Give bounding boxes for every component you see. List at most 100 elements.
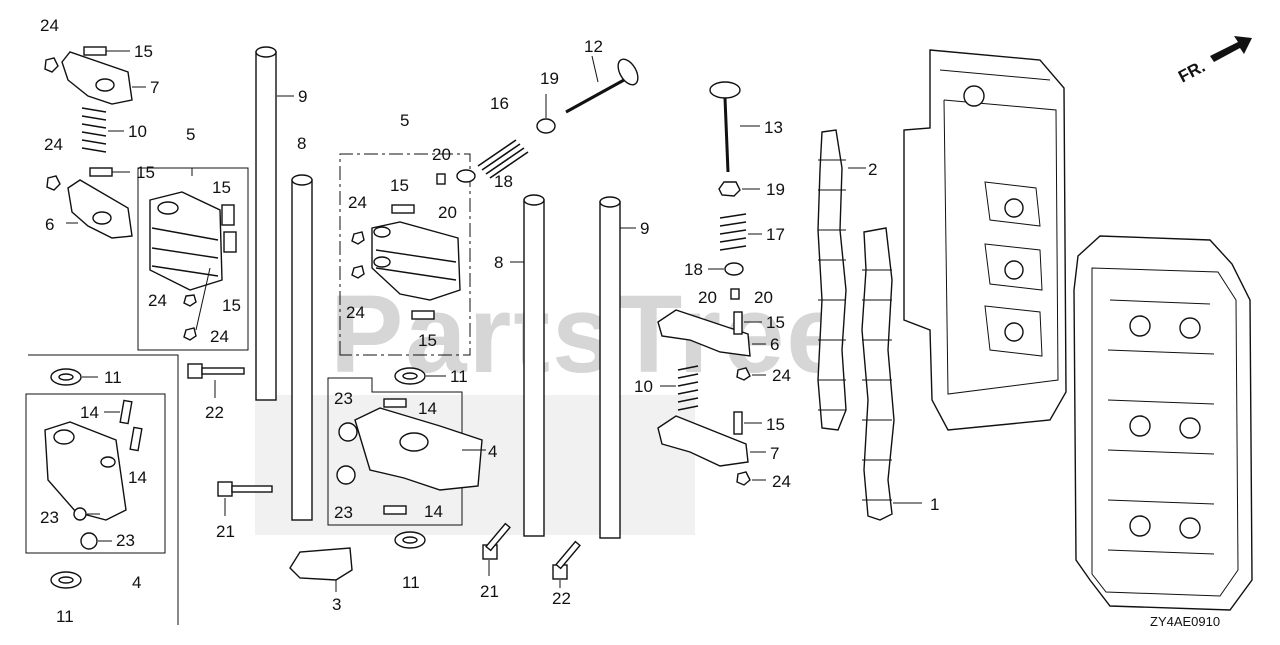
- bolt-22-left: [187, 363, 245, 398]
- callout-11-center-top: 11: [450, 367, 468, 386]
- callout-6-right: 6: [770, 335, 779, 354]
- callout-21-center: 21: [480, 582, 499, 601]
- callout-15-right-top: 15: [766, 313, 785, 332]
- callout-22-left: 22: [205, 403, 224, 422]
- frame-rocker-4-center: [327, 377, 463, 526]
- callout-2: 2: [868, 160, 877, 179]
- callout-11-center-bottom: 11: [402, 573, 420, 592]
- callout-11-left-top: 11: [104, 368, 122, 387]
- callout-24-right-bottom: 24: [772, 472, 791, 491]
- callout-15-assembly-left-top: 15: [212, 178, 231, 197]
- bolt-21-left: [217, 481, 273, 516]
- rocker-arm-6-left: [66, 179, 133, 239]
- callout-23-left-bottom: 23: [116, 531, 135, 550]
- callout-7-left: 7: [150, 78, 159, 97]
- adjust-screw-15-right-top: [733, 311, 762, 335]
- bolt-22-center: [552, 540, 581, 588]
- front-direction-label: FR.: [1175, 57, 1208, 87]
- valve-seal-19-right: [718, 181, 760, 197]
- callout-4-left: 4: [132, 573, 141, 592]
- rocker-assembly-4-center: [336, 398, 486, 515]
- rocker-shaft-9-left: [255, 46, 294, 401]
- callout-14-left-bottom: 14: [128, 468, 147, 487]
- spring-16: [477, 139, 529, 179]
- nut-24-mid-left: [46, 175, 61, 191]
- callout-20-right-left: 20: [698, 288, 717, 307]
- valve-seal-19-top: [536, 94, 556, 134]
- washer-11-left-bottom: [50, 571, 82, 589]
- spring-10-right: [660, 365, 699, 411]
- callout-9-left: 9: [298, 87, 307, 106]
- callout-8-left: 8: [297, 134, 306, 153]
- callout-5-left: 5: [186, 125, 195, 144]
- callout-7-right: 7: [770, 444, 779, 463]
- callout-3: 3: [332, 595, 341, 614]
- rocker-shaft-9-right: [599, 196, 636, 539]
- callout-20-right-right: 20: [754, 288, 773, 307]
- callout-15-mid-left: 15: [136, 163, 155, 182]
- washer-11-center-bottom: [394, 531, 426, 549]
- callout-22-center: 22: [552, 589, 571, 608]
- callout-23-center-bottom: 23: [334, 503, 353, 522]
- cylinder-head-lower: [1073, 235, 1253, 611]
- callout-18-right: 18: [684, 260, 703, 279]
- callout-14-center-top: 14: [418, 399, 437, 418]
- callout-24-assembly-left-a: 24: [148, 291, 167, 310]
- callout-24-mid-left: 24: [44, 135, 63, 154]
- callout-15-assembly-center-top: 15: [390, 176, 409, 195]
- washer-11-left-top: [50, 368, 98, 386]
- callout-1: 1: [930, 495, 939, 514]
- camshaft-2: [817, 129, 866, 431]
- bracket-3: [289, 547, 353, 592]
- adjust-screw-15-mid-left: [89, 167, 130, 177]
- callout-6-left: 6: [45, 215, 54, 234]
- rocker-assembly-5-left: [137, 167, 249, 351]
- rocker-arm-7-right: [657, 415, 766, 467]
- callout-19-right: 19: [766, 180, 785, 199]
- bolt-21-center: [482, 522, 511, 576]
- rocker-arm-7-top-left: [61, 51, 146, 105]
- callout-8-right: 8: [494, 253, 503, 272]
- callout-16: 16: [490, 94, 509, 113]
- callout-20-top-below: 20: [438, 203, 457, 222]
- callout-4-center: 4: [488, 442, 497, 461]
- adjust-screw-15-right-bottom: [733, 411, 762, 435]
- callout-labels: 1 2 3 4 4 5 5 6 6 7 7 8 8 9 9 10 10 11 1…: [40, 16, 939, 626]
- callout-5-center: 5: [400, 111, 409, 130]
- spring-17: [719, 213, 762, 251]
- valve-12: [565, 55, 639, 114]
- adjust-screw-15-top-left: [83, 46, 130, 56]
- callout-15-assembly-center-bottom: 15: [418, 331, 437, 350]
- valve-retainer-18-top: [456, 169, 476, 183]
- callout-19-top: 19: [540, 69, 559, 88]
- rocker-assembly-4-left: [25, 393, 166, 554]
- rocker-assembly-5-center: [339, 153, 471, 356]
- keeper-20-top: [436, 173, 446, 185]
- callout-23-center-top: 23: [334, 389, 353, 408]
- rocker-shaft-8-left: [291, 174, 313, 521]
- callout-23-left-top: 23: [40, 508, 59, 527]
- diagram-code: ZY4AE0910: [1150, 614, 1220, 629]
- frame-line-left: [28, 354, 179, 625]
- callout-18-top: 18: [494, 172, 513, 191]
- valve-retainer-18-right: [708, 262, 744, 276]
- valve-13: [709, 81, 760, 173]
- callout-11-left-bottom: 11: [56, 607, 74, 626]
- callout-15-assembly-left-bottom: 15: [222, 296, 241, 315]
- callout-9-right: 9: [640, 219, 649, 238]
- callout-24-assembly-center-a: 24: [348, 193, 367, 212]
- nut-24-right-top: [736, 367, 766, 381]
- callout-17: 17: [766, 225, 785, 244]
- rocker-shaft-8-right: [510, 194, 545, 537]
- callout-14-center-bottom: 14: [424, 502, 443, 521]
- callout-12: 12: [584, 37, 603, 56]
- callout-24-assembly-center-b: 24: [346, 303, 365, 322]
- callout-14-left-top: 14: [80, 403, 99, 422]
- nut-24-top-left: [44, 57, 59, 73]
- callout-24-assembly-left-b: 24: [210, 327, 229, 346]
- cylinder-head-upper: [903, 49, 1067, 431]
- callout-24-top-left: 24: [40, 16, 59, 35]
- callout-15-top-left: 15: [134, 42, 153, 61]
